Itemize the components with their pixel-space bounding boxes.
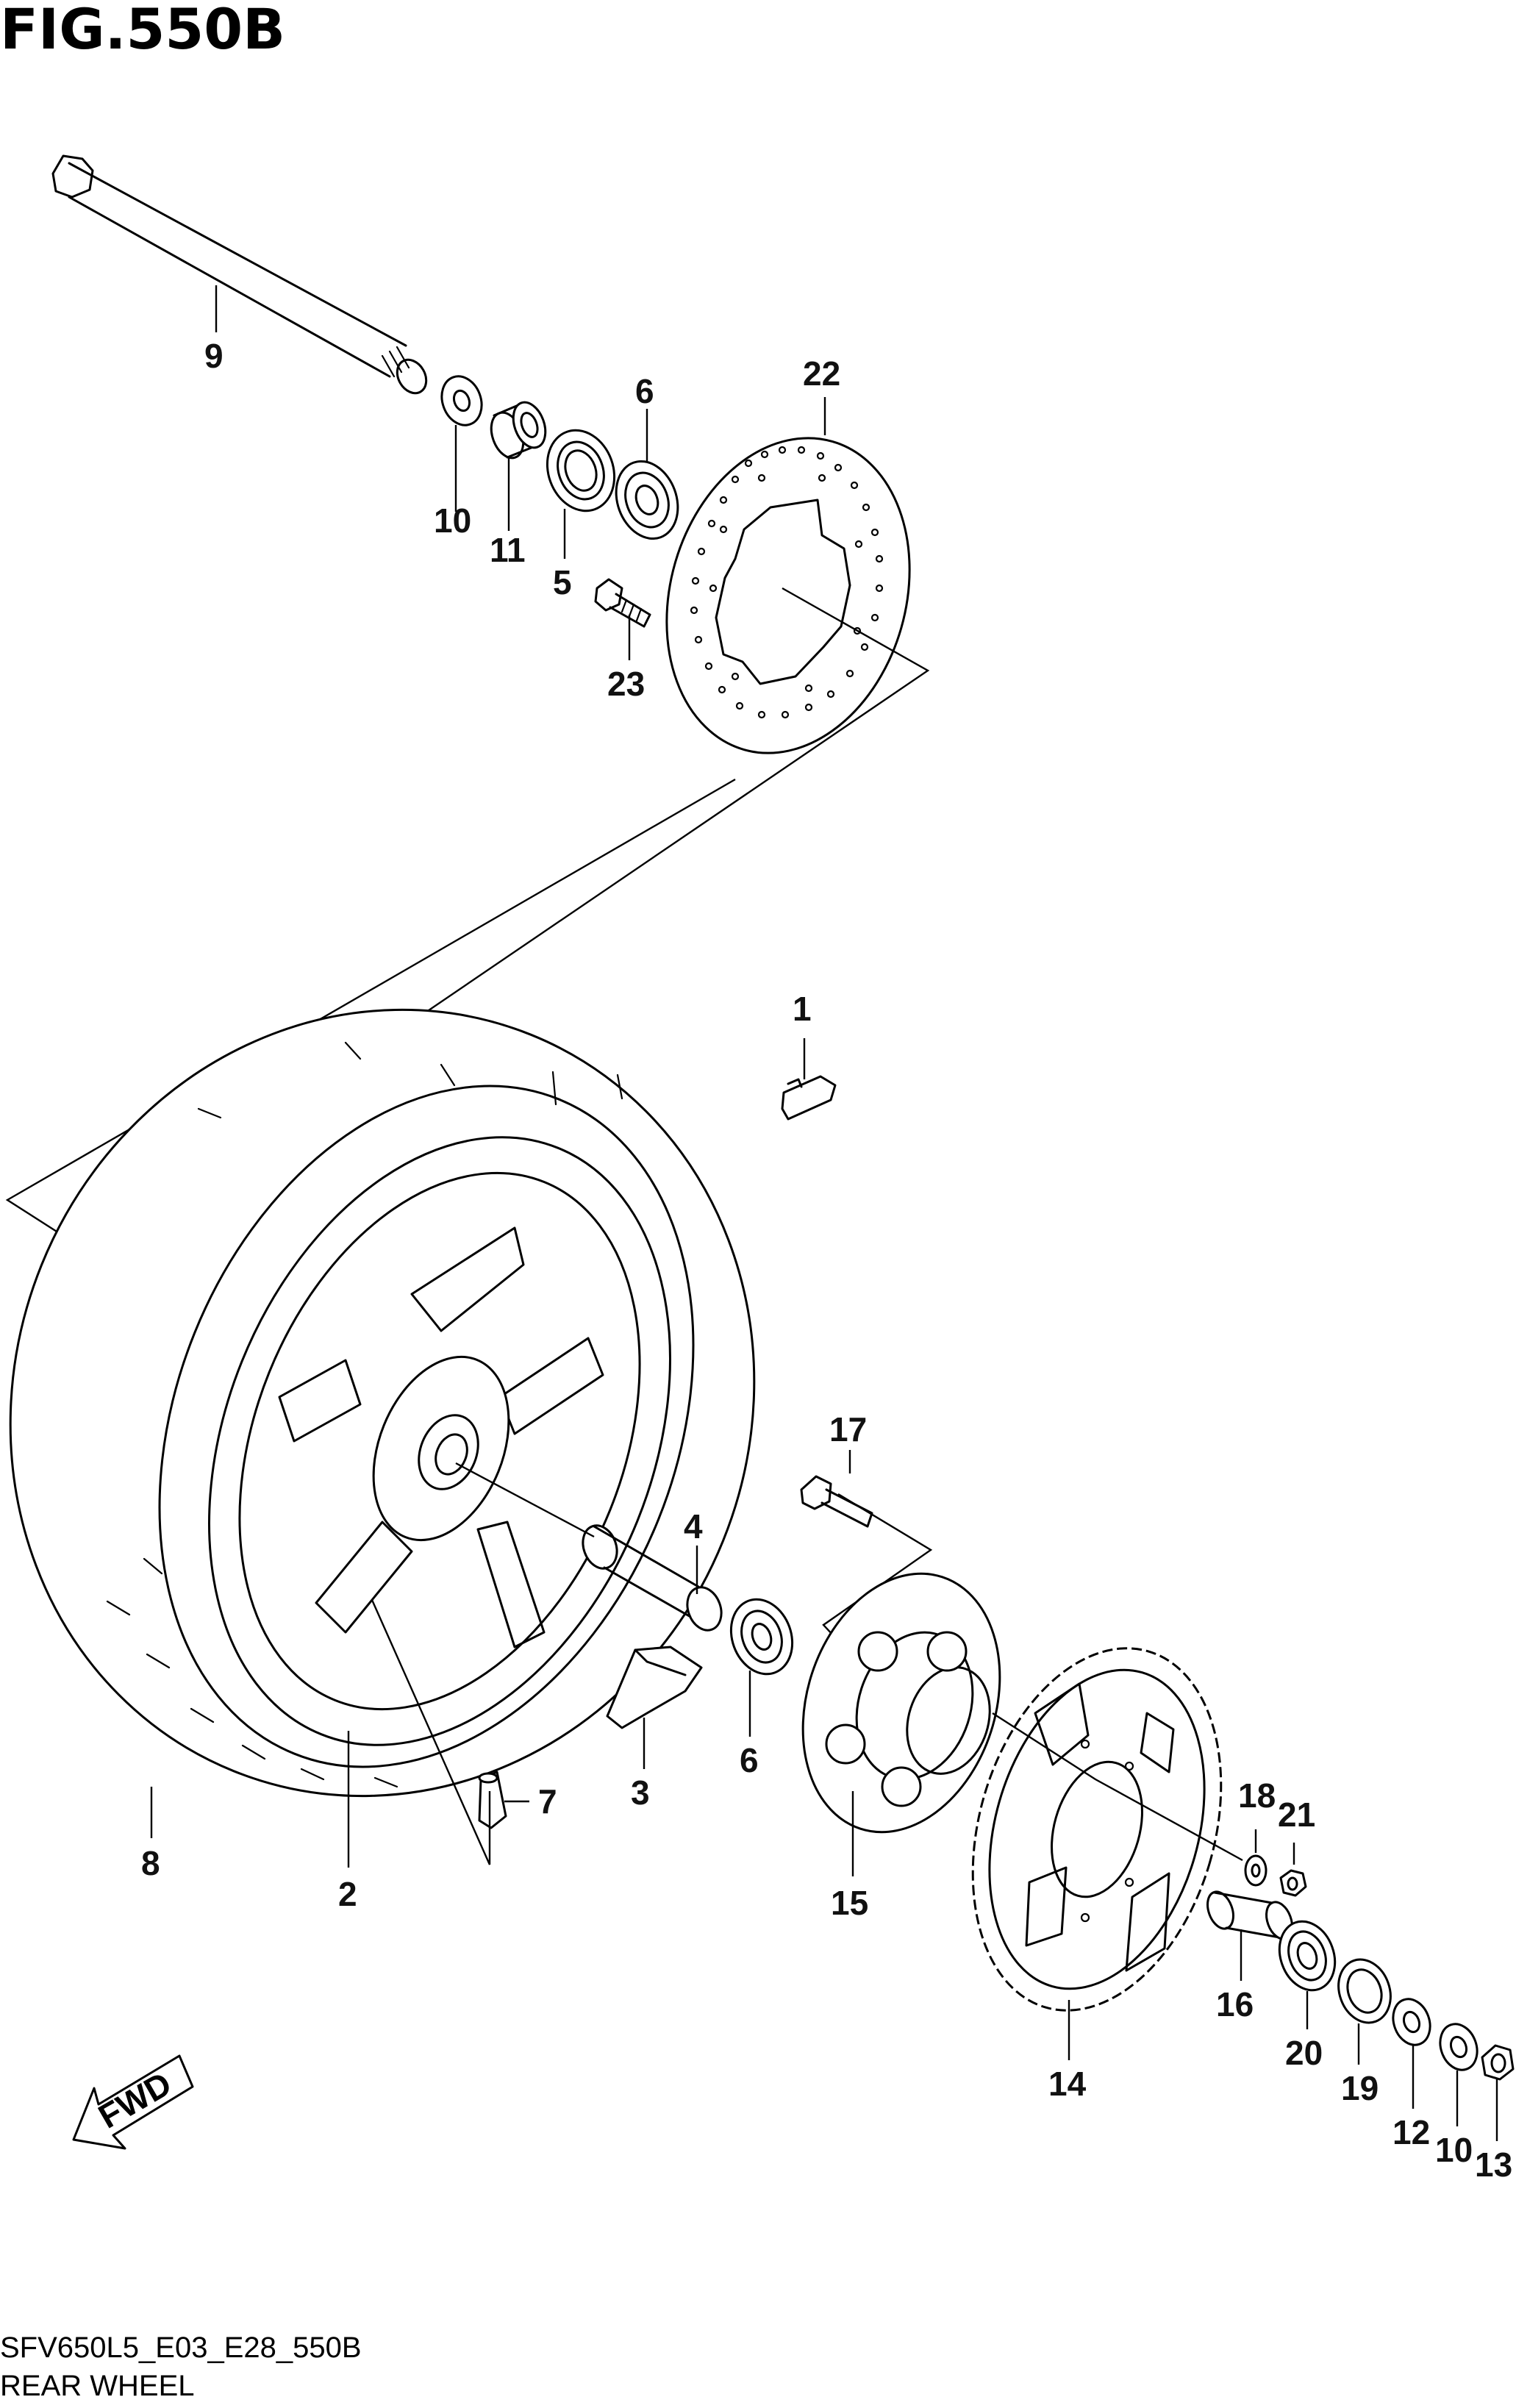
part-balancer-weight bbox=[781, 1075, 837, 1121]
callout-15: 15 bbox=[831, 1884, 868, 1922]
callout-21: 21 bbox=[1278, 1796, 1315, 1834]
part-washer-10-lower bbox=[1439, 2023, 1479, 2071]
part-brake-disc bbox=[665, 437, 911, 754]
part-bearing-6-top bbox=[615, 460, 679, 540]
part-wheel-rim bbox=[208, 1136, 671, 1746]
callout-leaders bbox=[150, 285, 1498, 2141]
disc-holes bbox=[690, 446, 884, 719]
callout-10-lower: 10 bbox=[1435, 2131, 1473, 2169]
callout-22: 22 bbox=[803, 354, 840, 393]
part-axle-nut-13 bbox=[1481, 2044, 1515, 2081]
callout-13: 13 bbox=[1475, 2146, 1512, 2184]
callout-18: 18 bbox=[1238, 1776, 1276, 1815]
callout-9: 9 bbox=[204, 337, 224, 375]
callout-11: 11 bbox=[490, 531, 526, 569]
part-bolt-17 bbox=[800, 1475, 873, 1528]
part-washer-10-top bbox=[440, 375, 483, 426]
callout-labels: 9 10 11 5 6 23 22 1 17 4 6 3 7 8 2 15 14… bbox=[141, 337, 1512, 2184]
callout-6-top: 6 bbox=[635, 372, 654, 410]
part-sprocket-drum bbox=[801, 1572, 1001, 1834]
part-oil-seal-19 bbox=[1337, 1958, 1392, 2024]
section-name: REAR WHEEL bbox=[0, 2370, 195, 2402]
callout-7: 7 bbox=[538, 1782, 557, 1821]
callout-1: 1 bbox=[793, 990, 812, 1028]
callout-3: 3 bbox=[631, 1773, 650, 1812]
callout-2: 2 bbox=[338, 1875, 357, 1913]
callout-14: 14 bbox=[1048, 2065, 1087, 2103]
callout-8: 8 bbox=[141, 1844, 160, 1882]
part-oil-seal-5 bbox=[546, 429, 616, 512]
part-nut-21 bbox=[1279, 1869, 1307, 1897]
callout-6-lower: 6 bbox=[740, 1741, 759, 1779]
callout-17: 17 bbox=[829, 1410, 867, 1448]
callout-16: 16 bbox=[1216, 1985, 1254, 2023]
part-axle bbox=[51, 154, 428, 395]
axle-hub-leader bbox=[455, 1462, 595, 1538]
part-valve-7 bbox=[478, 1771, 507, 1829]
model-code: SFV650L5_E03_E28_550B bbox=[0, 2332, 362, 2364]
part-bearing-20 bbox=[1278, 1920, 1337, 1992]
callout-19: 19 bbox=[1341, 2069, 1379, 2107]
part-spacer-12 bbox=[1392, 1998, 1431, 2046]
part-bolt-23 bbox=[594, 578, 651, 628]
callout-10-top: 10 bbox=[434, 501, 471, 540]
callout-4: 4 bbox=[684, 1507, 703, 1546]
disc-assembly-leader bbox=[5, 587, 930, 1248]
part-tire bbox=[9, 1008, 756, 1798]
part-bearing-6-lower bbox=[729, 1598, 794, 1676]
callout-5: 5 bbox=[553, 563, 572, 601]
callout-20: 20 bbox=[1285, 2034, 1323, 2072]
sprocket-axis-leader bbox=[992, 1712, 1243, 1862]
callout-23: 23 bbox=[607, 665, 645, 703]
part-washer-18 bbox=[1244, 1854, 1267, 1887]
forward-direction-arrow: FWD bbox=[72, 2054, 194, 2150]
part-spacer-11 bbox=[490, 401, 547, 460]
callout-12: 12 bbox=[1392, 2113, 1430, 2151]
figure-title: FIG.550B bbox=[0, 0, 285, 62]
part-cushion-3 bbox=[606, 1646, 703, 1729]
